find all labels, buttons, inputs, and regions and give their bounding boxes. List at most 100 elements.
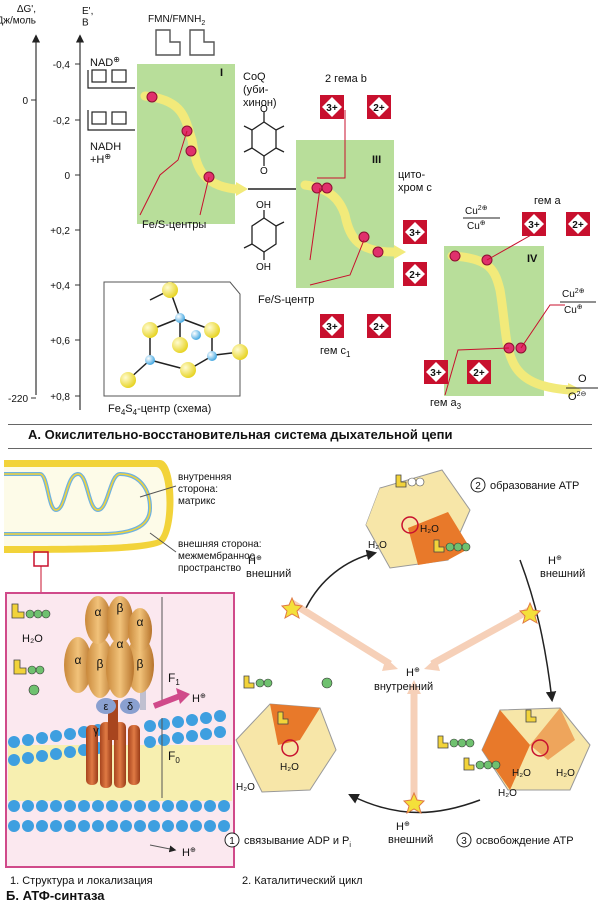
rotor-right (481, 707, 591, 791)
o2-label: O2⊖ (568, 391, 586, 403)
h-outer-label-left-2: внешний (246, 568, 291, 580)
inner-side-label: внутренняя (178, 472, 231, 483)
h-outer-label-right-2: внешний (540, 568, 585, 580)
beta-label: β (117, 601, 124, 615)
f0-label: F0 (168, 749, 180, 765)
e-tick: -0,2 (53, 116, 71, 127)
electron-path-arrowheads (236, 182, 582, 397)
e-tick: 0 (64, 171, 70, 182)
o-label: O (578, 373, 587, 385)
heme-a3-label: гем a3 (430, 397, 462, 411)
inner-side-label-2: сторона: (178, 484, 218, 495)
proton-stars (280, 596, 542, 815)
step3-text: освобождение ATP (476, 835, 574, 847)
step2-number: 2 (475, 481, 481, 492)
e-tick: +0,8 (50, 392, 70, 403)
nadh-icon (87, 110, 135, 131)
quinone-o-top: O (260, 104, 268, 115)
beta-label: β (97, 657, 104, 671)
fes-centers-label: Fe/S-центры (142, 219, 206, 231)
ox3-label: 3+ (528, 220, 540, 231)
h2o-label: H₂O (280, 762, 299, 773)
cytochrome-c-label-2: хром c (398, 182, 432, 194)
ox2-label: 2+ (473, 368, 485, 379)
proton-channel-heads (382, 658, 440, 694)
h2o-label: H₂O (368, 540, 387, 551)
e-tick: -0,4 (53, 60, 71, 71)
cytochrome-c-label: цито- (398, 169, 425, 181)
h-plus-label: +H⊕ (90, 152, 111, 166)
sub2-caption: 2. Каталитический цикл (242, 875, 363, 887)
ox2-label: 2+ (373, 322, 385, 333)
panel-a-text: ΔG',кДж/моль E',B -0,4 -0,2 0 +0,2 +0,4 … (0, 4, 598, 417)
step3-number: 3 (461, 836, 467, 847)
heme-a-label: гем a (534, 195, 562, 207)
dg-tick: -220 (8, 394, 28, 405)
delta-label: δ (127, 701, 133, 713)
heme-a-ox-diamonds: 3+ 2+ (522, 212, 590, 236)
cu2-label-a: Cu2⊕ (465, 205, 488, 217)
rotor-top (365, 469, 471, 569)
cyt-c-ox-diamonds: 3+ 2+ (403, 220, 427, 286)
fmn-icon (155, 29, 215, 56)
alpha-label: α (117, 637, 124, 651)
cu-plus-label-b: Cu⊕ (564, 304, 583, 316)
h2o-label: H₂O (512, 768, 531, 779)
inner-side-label-3: матрикс (178, 496, 215, 507)
heme-c1-label: гем c1 (320, 345, 351, 359)
beta-label: β (137, 657, 144, 671)
complex-iii-nodes (311, 182, 384, 258)
atp-icons-cycle (243, 474, 537, 771)
panel-b-text: внутренняя сторона: матрикс внешняя стор… (10, 472, 585, 887)
heme-b-ox-diamonds: 3+ 2+ (320, 95, 391, 119)
dg-axis (31, 34, 41, 399)
sub1-caption: 1. Структура и локализация (10, 875, 153, 887)
ox3-label: 3+ (326, 103, 338, 114)
ox3-label: 3+ (326, 322, 338, 333)
panel-a-caption: А. Окислительно-восстановительная систем… (28, 427, 453, 442)
alpha-label: α (75, 653, 82, 667)
heme-a3-ox-diamonds: 3+ 2+ (424, 360, 491, 384)
ox2-label: 2+ (409, 270, 421, 281)
h2o-label: H₂O (498, 788, 517, 799)
ubiquinone-label-2: хинон) (243, 97, 277, 109)
step2-label: 2 образование ATP (470, 477, 579, 493)
h2o-label: H₂O (420, 524, 439, 535)
complex-iv-label: IV (527, 253, 538, 265)
h-outer-label-left: H⊕ (248, 555, 262, 567)
alpha-label: α (137, 615, 144, 629)
ox2-label: 2+ (572, 220, 584, 231)
ox3-label: 3+ (430, 368, 442, 379)
dg-axis-label: ΔG',кДж/моль (0, 4, 36, 27)
quinone-o-bottom: O (260, 166, 268, 177)
h-plus-structure: H⊕ (192, 693, 206, 705)
e-tick: +0,4 (50, 281, 70, 292)
h-outer-label-bottom: H⊕ (396, 821, 410, 833)
ubiquinone-label: (уби- (243, 84, 269, 96)
dg-tick: 0 (22, 96, 28, 107)
e-tick: +0,6 (50, 336, 70, 347)
mitochondrion (4, 460, 177, 593)
ox3-label: 3+ (409, 228, 421, 239)
divider-mid (8, 448, 592, 449)
complex-i-label: I (220, 67, 223, 79)
heme-c1-ox-diamonds: 3+ 2+ (320, 314, 391, 338)
fe4s4-label: Fe4S4-центр (схема) (108, 403, 211, 417)
heme-b-label: 2 гема b (325, 73, 367, 85)
gamma-label: γ (93, 725, 99, 737)
ox2-label: 2+ (373, 103, 385, 114)
coq-label: CoQ (243, 71, 266, 83)
hydroquinone-oh-bottom: OH (256, 262, 271, 273)
rotor-left (235, 703, 337, 793)
h2o-label: H₂O (236, 782, 255, 793)
outer-side-label-3: пространство (178, 563, 242, 574)
fmn-label: FMN/FMNH2 (148, 14, 205, 27)
e-axis-label: E',B (82, 6, 93, 29)
h-inner-label: H⊕ (406, 667, 420, 679)
hydroquinone-oh-top: OH (256, 200, 271, 211)
nad-icon (87, 69, 135, 89)
step2-text: образование ATP (490, 480, 579, 492)
h-outer-label-right: H⊕ (548, 555, 562, 567)
step3-label: 3 освобождение ATP (456, 832, 574, 848)
